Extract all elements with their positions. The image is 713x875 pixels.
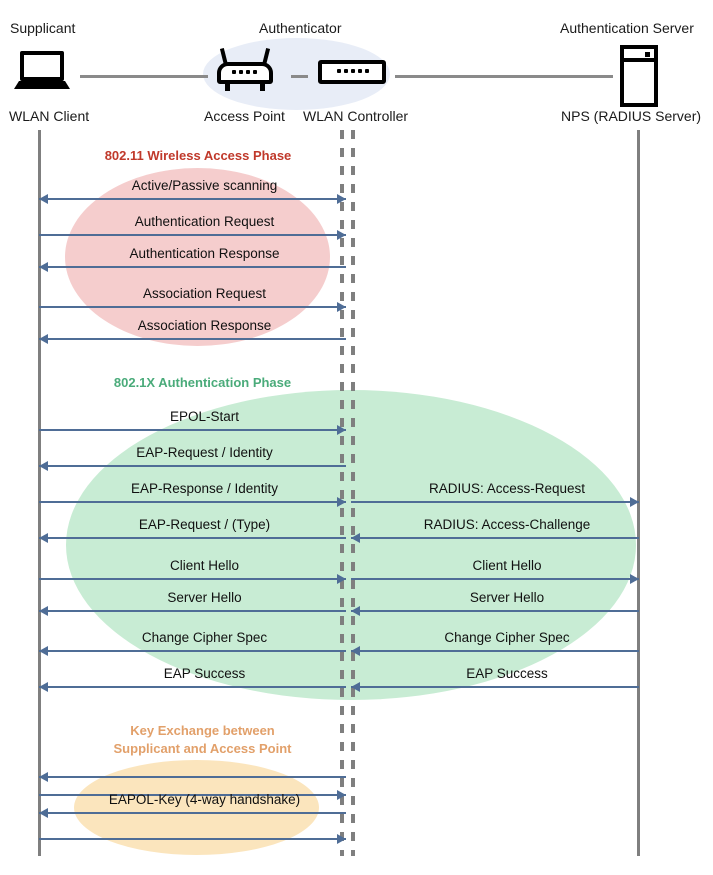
device-label-wlan-client: WLAN Client (9, 108, 90, 124)
msg-left-arrow-line (39, 306, 346, 308)
msg-left-arrow-line (39, 776, 346, 778)
msg-left-arrow-head-right (337, 425, 346, 435)
msg-left-label: Association Response (137, 318, 272, 333)
msg-left-arrow-head-right (337, 302, 346, 312)
wire-client-to-ap (80, 75, 208, 78)
msg-left-label: EAP-Request / (Type) (138, 517, 271, 532)
msg-left-arrow-head-left (39, 646, 48, 656)
msg-left-arrow-head-right (337, 194, 346, 204)
lifeline-auth-server (637, 130, 640, 856)
msg-left-arrow-head-left (39, 533, 48, 543)
phase-blob-wireless-access (65, 168, 330, 346)
msg-left-arrow-line (39, 198, 346, 200)
msg-right-label: RADIUS: Access-Challenge (423, 517, 591, 532)
msg-left-arrow-line (39, 266, 346, 268)
msg-left-label: Client Hello (169, 558, 240, 573)
msg-left-label: Change Cipher Spec (141, 630, 268, 645)
msg-left-arrow-line (39, 338, 346, 340)
msg-left-arrow-line (39, 501, 346, 503)
msg-right-arrow-head-left (351, 646, 360, 656)
msg-left-label: Association Request (142, 286, 267, 301)
msg-left-arrow-line (39, 429, 346, 431)
msg-left-arrow-head-left (39, 262, 48, 272)
msg-left-label: EAP-Request / Identity (136, 445, 273, 460)
msg-left-label: EAPOL-Key (4-way handshake) (108, 792, 301, 807)
role-label-authenticator: Authenticator (259, 20, 342, 36)
msg-right-label: Change Cipher Spec (444, 630, 570, 645)
access-point-icon (217, 48, 273, 91)
msg-left-label: EPOL-Start (169, 409, 240, 424)
msg-left-arrow-head-right (337, 790, 346, 800)
lifeline-access-point (340, 130, 344, 856)
msg-left-arrow-head-right (337, 497, 346, 507)
msg-right-arrow-head-right (630, 574, 639, 584)
msg-left-label: Server Hello (167, 590, 242, 605)
msg-left-arrow-line (39, 686, 346, 688)
msg-right-arrow-head-left (351, 606, 360, 616)
msg-left-arrow-head-left (39, 606, 48, 616)
msg-right-arrow-head-left (351, 533, 360, 543)
msg-left-arrow-head-left (39, 461, 48, 471)
msg-right-arrow-head-right (630, 497, 639, 507)
lifeline-wlan-controller (351, 130, 355, 856)
wire-controller-to-server (395, 75, 613, 78)
msg-left-arrow-line (39, 578, 346, 580)
msg-left-arrow-head-left (39, 808, 48, 818)
msg-left-arrow-line (39, 537, 346, 539)
server-icon (620, 45, 658, 107)
msg-left-arrow-head-left (39, 772, 48, 782)
msg-left-label: Authentication Response (129, 246, 280, 261)
msg-left-arrow-head-right (337, 574, 346, 584)
role-label-supplicant: Supplicant (10, 20, 76, 36)
msg-right-arrow-line (351, 650, 639, 652)
msg-left-arrow-line (39, 465, 346, 467)
phase-title-key-exchange: Key Exchange between Supplicant and Acce… (113, 723, 292, 757)
msg-right-arrow-head-left (351, 682, 360, 692)
msg-left-arrow-line (39, 650, 346, 652)
lifeline-supplicant (38, 130, 41, 856)
msg-left-arrow-line (39, 812, 346, 814)
msg-left-arrow-head-right (337, 834, 346, 844)
laptop-icon (14, 51, 70, 89)
wire-ap-to-controller (291, 75, 308, 78)
wlan-controller-icon (318, 48, 386, 88)
msg-left-arrow-head-right (337, 230, 346, 240)
msg-right-arrow-line (351, 686, 639, 688)
msg-left-arrow-head-left (39, 682, 48, 692)
role-label-auth-server: Authentication Server (560, 20, 694, 36)
phase-title-wireless-access: 802.11 Wireless Access Phase (104, 148, 292, 163)
msg-right-label: EAP Success (466, 666, 548, 681)
device-label-wlan-controller: WLAN Controller (303, 108, 409, 124)
msg-right-arrow-line (351, 537, 639, 539)
phase-blob-key-exchange (74, 760, 319, 855)
msg-right-arrow-line (351, 610, 639, 612)
msg-left-arrow-line (39, 794, 346, 796)
msg-left-arrow-line (39, 838, 346, 840)
msg-right-label: Client Hello (472, 558, 542, 573)
msg-left-arrow-head-left (39, 334, 48, 344)
device-label-nps-radius-server: NPS (RADIUS Server) (561, 108, 702, 124)
msg-right-label: RADIUS: Access-Request (428, 481, 586, 496)
msg-right-arrow-line (351, 501, 639, 503)
msg-left-label: Authentication Request (134, 214, 275, 229)
msg-left-label: EAP-Response / Identity (130, 481, 279, 496)
msg-left-label: EAP Success (163, 666, 246, 681)
msg-left-label: Active/Passive scanning (131, 178, 278, 193)
msg-right-label: Server Hello (469, 590, 545, 605)
device-label-access-point: Access Point (204, 108, 285, 124)
msg-left-arrow-line (39, 234, 346, 236)
msg-right-arrow-line (351, 578, 639, 580)
msg-left-arrow-line (39, 610, 346, 612)
msg-left-arrow-head-left (39, 194, 48, 204)
phase-title-dot1x: 802.1X Authentication Phase (113, 375, 292, 390)
